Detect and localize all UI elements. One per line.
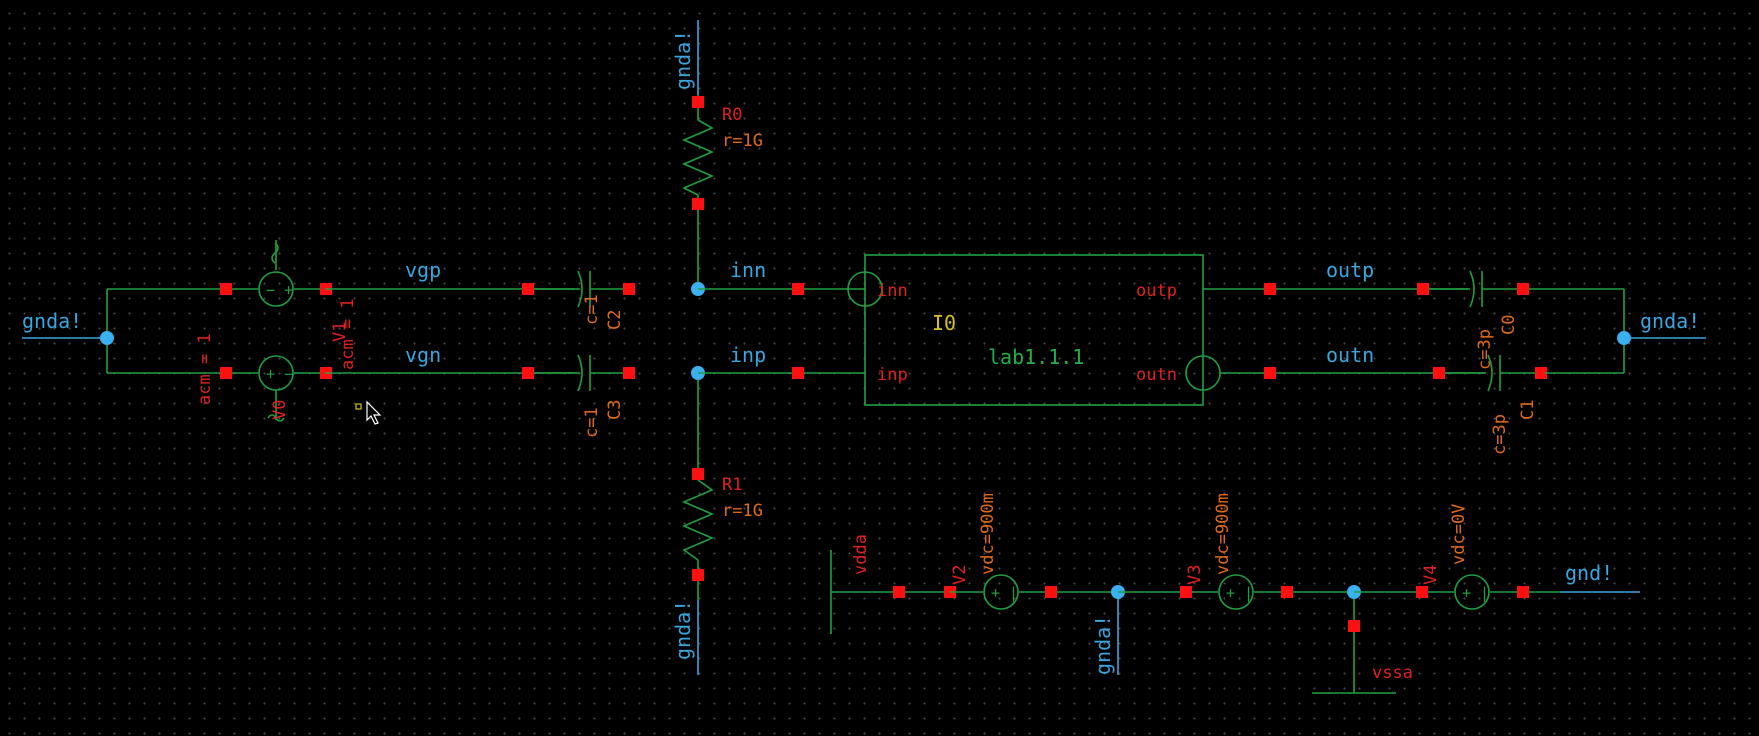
net-label-inp: inp: [730, 343, 766, 367]
resistor-r0-value: r=1G: [722, 131, 763, 151]
svg-text:+ |: + |: [991, 584, 1018, 602]
source-v1-name: V1: [330, 322, 350, 342]
source-v2-name: V2: [950, 565, 970, 585]
net-label-gnd: gnd!: [1565, 561, 1613, 585]
net-label-inn: inn: [730, 258, 766, 282]
capacitor-c2-name: C2: [605, 310, 625, 330]
instance-name: I0: [932, 311, 956, 335]
instance-pin-outp: outp: [1136, 281, 1177, 301]
source-v3[interactable]: + |: [1118, 574, 1354, 610]
resistor-r0-name: R0: [722, 105, 742, 125]
source-v2-param: vdc=900m: [978, 493, 998, 575]
net-label-gnda-left: gnda!: [22, 309, 82, 333]
net-label-gnda-supply: gnda!: [1091, 615, 1115, 675]
source-v4[interactable]: + |: [1354, 574, 1560, 610]
instance-i0[interactable]: [847, 254, 1221, 406]
wire-outn[interactable]: [1220, 367, 1485, 379]
capacitor-c1-value: c=3p: [1490, 414, 1510, 455]
net-label-gnda-bottom: gnda!: [671, 600, 695, 660]
resistor-r1-name: R1: [722, 475, 742, 495]
resistor-r1-value: r=1G: [722, 501, 763, 521]
net-label-gnda-right: gnda!: [1640, 309, 1700, 333]
svg-text:+ |: + |: [1226, 584, 1253, 602]
net-label-vdda: vdda: [851, 534, 871, 575]
capacitor-c1[interactable]: [1445, 354, 1547, 392]
instance-pin-inp: inp: [877, 365, 908, 385]
svg-text:+ |: + |: [1462, 584, 1489, 602]
net-label-outp: outp: [1326, 258, 1374, 282]
capacitor-c0[interactable]: [1429, 270, 1530, 308]
capacitor-c1-name: C1: [1518, 400, 1538, 420]
source-v0[interactable]: + −: [220, 355, 332, 422]
capacitor-c2-value: c=1: [582, 294, 602, 325]
source-v4-param: vdc=0V: [1449, 504, 1469, 565]
right-gnda-wire[interactable]: [1530, 288, 1706, 374]
wire-vgp[interactable]: [325, 283, 575, 295]
svg-text:+ −: + −: [266, 365, 293, 383]
resistor-r1[interactable]: [681, 366, 715, 675]
wire-inn[interactable]: [698, 283, 865, 295]
source-v0-param: acm = 1: [195, 333, 215, 405]
net-label-gnda-top: gnda!: [671, 30, 695, 90]
capacitor-c3[interactable]: [534, 354, 635, 392]
source-v0-name: V0: [270, 400, 290, 420]
wire-inp[interactable]: [698, 367, 865, 379]
capacitor-c0-name: C0: [1499, 315, 1519, 335]
instance-pin-inn: inn: [877, 281, 908, 301]
source-v2[interactable]: + |: [950, 574, 1118, 610]
source-v4-name: V4: [1421, 565, 1441, 585]
capacitor-c3-value: c=1: [582, 407, 602, 438]
net-label-vssa: vssa: [1372, 663, 1413, 683]
source-v1[interactable]: − +: [220, 240, 332, 307]
vdda-rail[interactable]: [830, 550, 956, 634]
svg-text:− +: − +: [266, 281, 293, 299]
net-label-vgn: vgn: [405, 343, 441, 367]
source-v3-param: vdc=900m: [1213, 493, 1233, 575]
net-label-vgp: vgp: [405, 258, 441, 282]
capacitor-c2[interactable]: [534, 270, 635, 308]
instance-pin-outn: outn: [1136, 365, 1177, 385]
capacitor-c0-value: c=3p: [1475, 329, 1495, 370]
wire-vgn[interactable]: [325, 367, 575, 379]
left-gnda-wire[interactable]: [22, 288, 226, 374]
net-label-outn: outn: [1326, 343, 1374, 367]
wire-outp[interactable]: [1203, 283, 1470, 295]
mouse-cursor-icon: [355, 400, 382, 425]
source-v1-param: acm = 1: [338, 298, 358, 370]
source-v3-name: V3: [1185, 565, 1205, 585]
capacitor-c3-name: C3: [605, 400, 625, 420]
instance-cell-name: lab1.1.1: [988, 345, 1084, 369]
